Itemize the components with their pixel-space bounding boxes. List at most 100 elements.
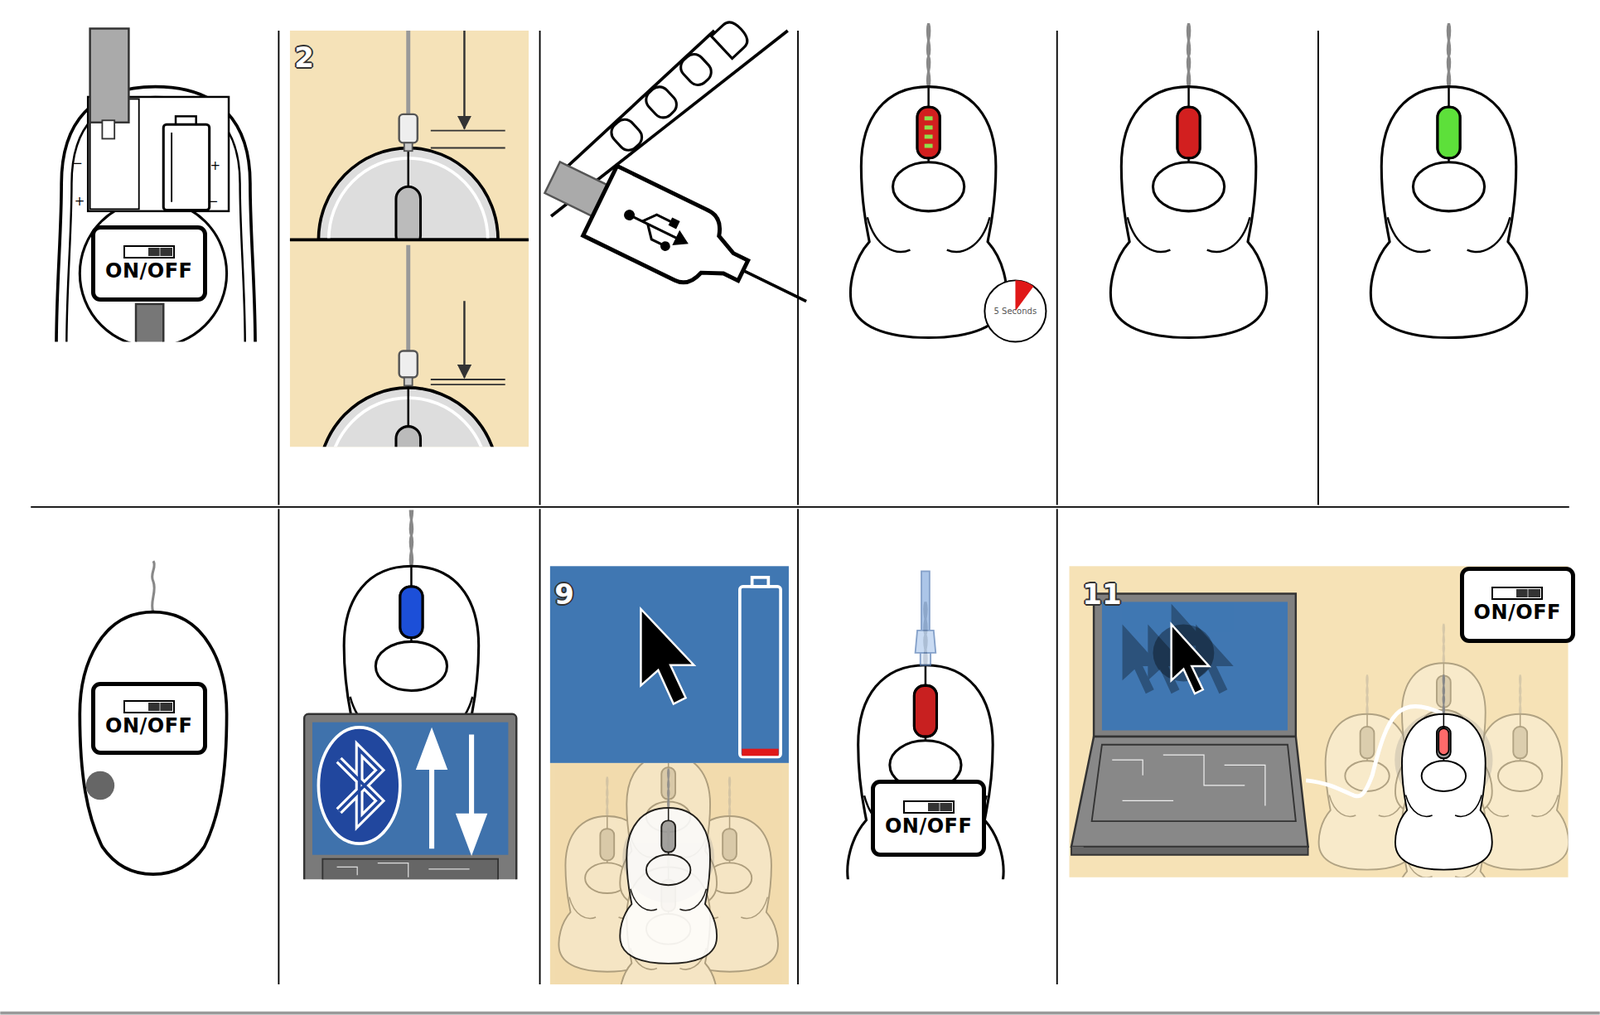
switch-icon xyxy=(1492,587,1542,600)
mouse-led-red xyxy=(1177,106,1200,159)
switch-icon xyxy=(903,801,954,813)
mouse-led-green xyxy=(1370,23,1527,338)
mouse-underside-open xyxy=(101,120,115,139)
switch-label: ON/OFF xyxy=(884,816,972,837)
panel-grid xyxy=(0,30,1600,1014)
mouse-moving xyxy=(558,763,778,985)
mouse-led-green xyxy=(1370,23,1527,338)
laptop-wired xyxy=(1092,744,1296,822)
bluetooth-pairing xyxy=(338,749,380,822)
switch-icon xyxy=(938,802,941,812)
timer-label: 5 Seconds xyxy=(994,306,1038,316)
switch-icon xyxy=(928,802,953,812)
mouse-underside xyxy=(152,560,155,613)
usb-plug xyxy=(583,165,761,305)
usb-plug xyxy=(632,216,677,238)
bluetooth-pairing xyxy=(322,859,498,880)
plug-alignment-bottom xyxy=(396,426,421,448)
plug-alignment-top xyxy=(430,147,506,150)
mouse-underside-open xyxy=(56,87,256,343)
battery-low xyxy=(739,586,781,758)
mouse-underside xyxy=(86,771,115,800)
mouse-underside-open xyxy=(163,124,209,210)
plug-alignment-bottom xyxy=(430,378,506,381)
switch-icon xyxy=(123,245,175,259)
illustration xyxy=(290,237,529,242)
panel-grid xyxy=(30,506,1570,508)
mouse-underside xyxy=(79,560,227,875)
bluetooth-pairing xyxy=(338,749,380,822)
usb-plug xyxy=(535,142,824,337)
polarity-mark: + xyxy=(210,159,222,172)
mouse-underside-open xyxy=(170,132,173,203)
mouse-underside-open xyxy=(90,28,130,122)
mouse-charging xyxy=(921,570,930,633)
panel-grid xyxy=(1056,30,1059,505)
plug-alignment-top xyxy=(430,130,506,132)
plug-alignment-top xyxy=(318,30,505,242)
cursor xyxy=(640,609,694,704)
panel-grid xyxy=(277,508,280,985)
mouse-underside-open xyxy=(66,96,245,342)
panel-grid xyxy=(277,30,280,505)
plug-alignment-top xyxy=(404,142,413,151)
usb-plug xyxy=(618,199,693,257)
plug-alignment-top xyxy=(396,186,421,241)
switch-icon xyxy=(1491,586,1543,600)
bluetooth-pairing xyxy=(304,714,517,880)
step-number: 2 xyxy=(294,43,315,72)
laptop-wired xyxy=(1122,604,1234,694)
step-number: 11 xyxy=(1082,580,1122,609)
polarity-mark: + xyxy=(74,194,86,208)
switch-icon xyxy=(159,702,161,711)
laptop-wired xyxy=(1395,674,1493,870)
mouse-led-blinking xyxy=(924,144,933,149)
mouse-underside-open xyxy=(79,199,227,342)
usb-plug xyxy=(535,18,824,337)
panel-grid xyxy=(797,508,799,985)
switch-icon xyxy=(148,702,173,711)
power-switch-box: ON/OFF xyxy=(91,225,207,302)
polarity-mark: − xyxy=(72,157,83,170)
panel-grid xyxy=(1317,30,1320,505)
switch-label: ON/OFF xyxy=(105,715,193,737)
mouse-led-blinking xyxy=(924,135,933,140)
step-number: 9 xyxy=(554,580,575,609)
usb-plug xyxy=(607,18,752,155)
usb-plug xyxy=(660,241,671,252)
laptop-wired xyxy=(1071,846,1309,856)
mouse-underside-open xyxy=(56,28,256,342)
timer-ring xyxy=(984,280,1046,343)
bluetooth-pairing xyxy=(318,727,400,844)
laptop-wired xyxy=(1319,623,1569,878)
timer-dial: 5 Seconds xyxy=(982,278,1049,344)
mouse-led-blinking xyxy=(924,116,933,121)
cursor xyxy=(640,609,694,704)
switch-label: ON/OFF xyxy=(105,261,193,282)
plug-alignment-bottom xyxy=(399,351,418,378)
mouse-led-blinking xyxy=(850,23,1006,338)
mouse-led-blinking xyxy=(924,116,933,148)
polarity-mark: − xyxy=(207,194,219,208)
usb-plug xyxy=(642,82,682,122)
bluetooth-pairing xyxy=(304,510,517,880)
bluetooth-pairing xyxy=(459,734,484,849)
laptop-wired xyxy=(1111,754,1266,807)
bluetooth-pairing xyxy=(400,586,423,639)
usb-plug xyxy=(743,270,807,301)
usb-plug xyxy=(670,219,679,228)
mouse-led-red xyxy=(1110,23,1267,338)
bluetooth-pairing xyxy=(337,863,470,878)
switch-icon xyxy=(1527,589,1529,598)
plug-alignment-bottom xyxy=(463,300,465,378)
laptop-wired xyxy=(1071,736,1309,847)
battery-low xyxy=(739,577,781,758)
battery-low xyxy=(741,749,779,757)
mouse-charging xyxy=(915,570,937,665)
power-switch-box: ON/OFF xyxy=(1459,566,1576,643)
screen xyxy=(550,565,789,764)
laptop-wired xyxy=(1102,601,1288,730)
panel-grid xyxy=(539,30,542,505)
desk-ground xyxy=(1069,565,1569,878)
